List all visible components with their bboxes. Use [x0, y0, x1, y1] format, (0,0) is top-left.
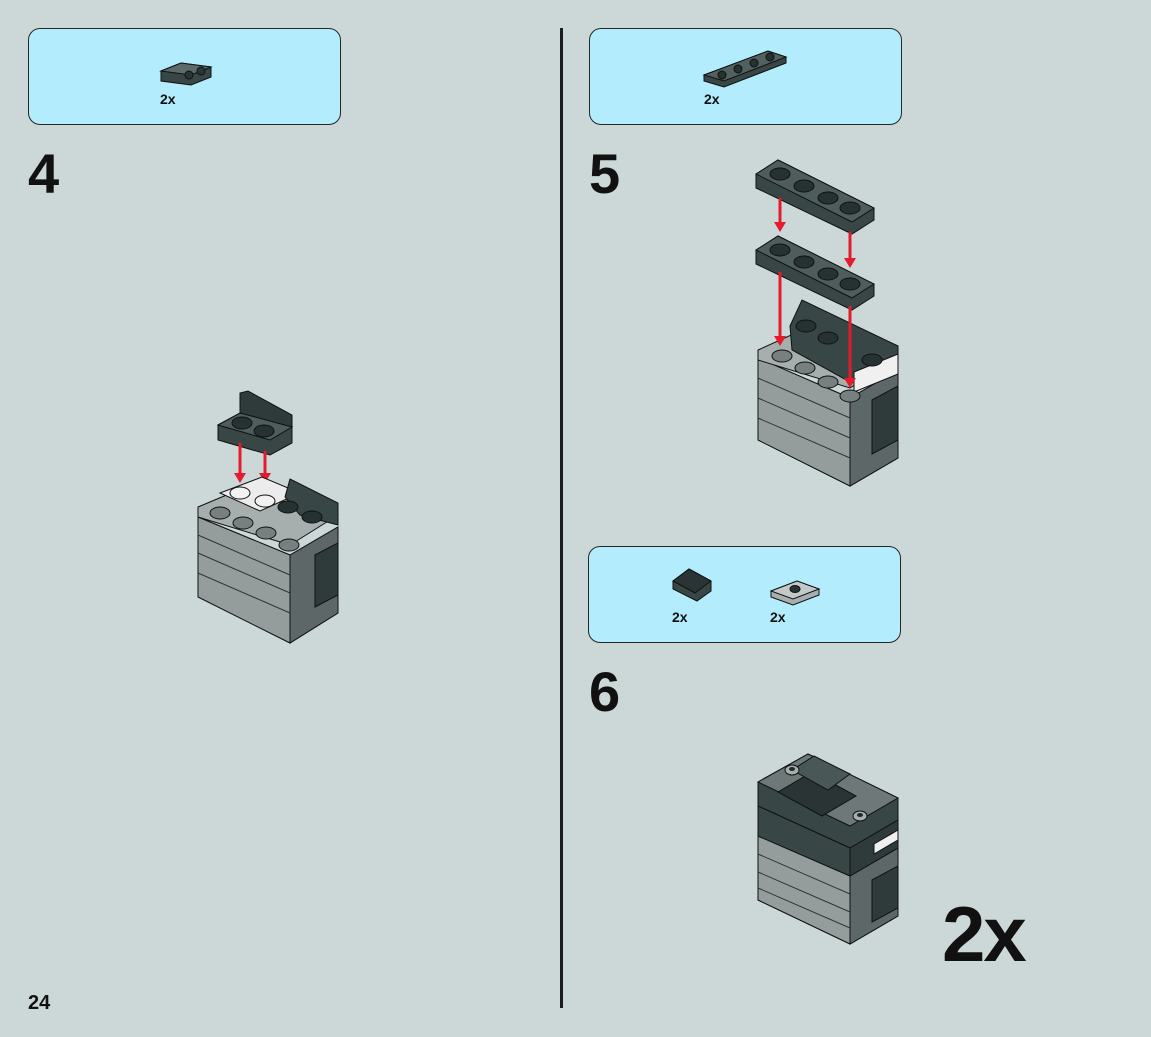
step-6-parts-callout: 2x 2x [588, 546, 901, 643]
page-number: 24 [28, 992, 50, 1015]
part-qty: 2x [770, 609, 786, 625]
jumper-plate-icon [769, 577, 821, 607]
plate-1x4-icon [702, 47, 788, 87]
step-multiplier: 2x [942, 895, 1025, 973]
step-5-build-illustration [750, 150, 910, 495]
step-number: 5 [589, 146, 620, 202]
page-divider [560, 28, 563, 1008]
part-qty: 2x [672, 609, 688, 625]
step-4-build-illustration [190, 385, 350, 650]
bracket-plate-icon [159, 59, 219, 89]
part-qty: 2x [704, 91, 720, 107]
slope-tile-icon [671, 567, 717, 603]
step-number: 6 [589, 664, 620, 720]
part-qty: 2x [160, 91, 176, 107]
step-4-parts-callout: 2x [28, 28, 341, 125]
step-number: 4 [28, 146, 59, 202]
step-6-build-illustration [752, 748, 907, 948]
step-5-parts-callout: 2x [589, 28, 902, 125]
